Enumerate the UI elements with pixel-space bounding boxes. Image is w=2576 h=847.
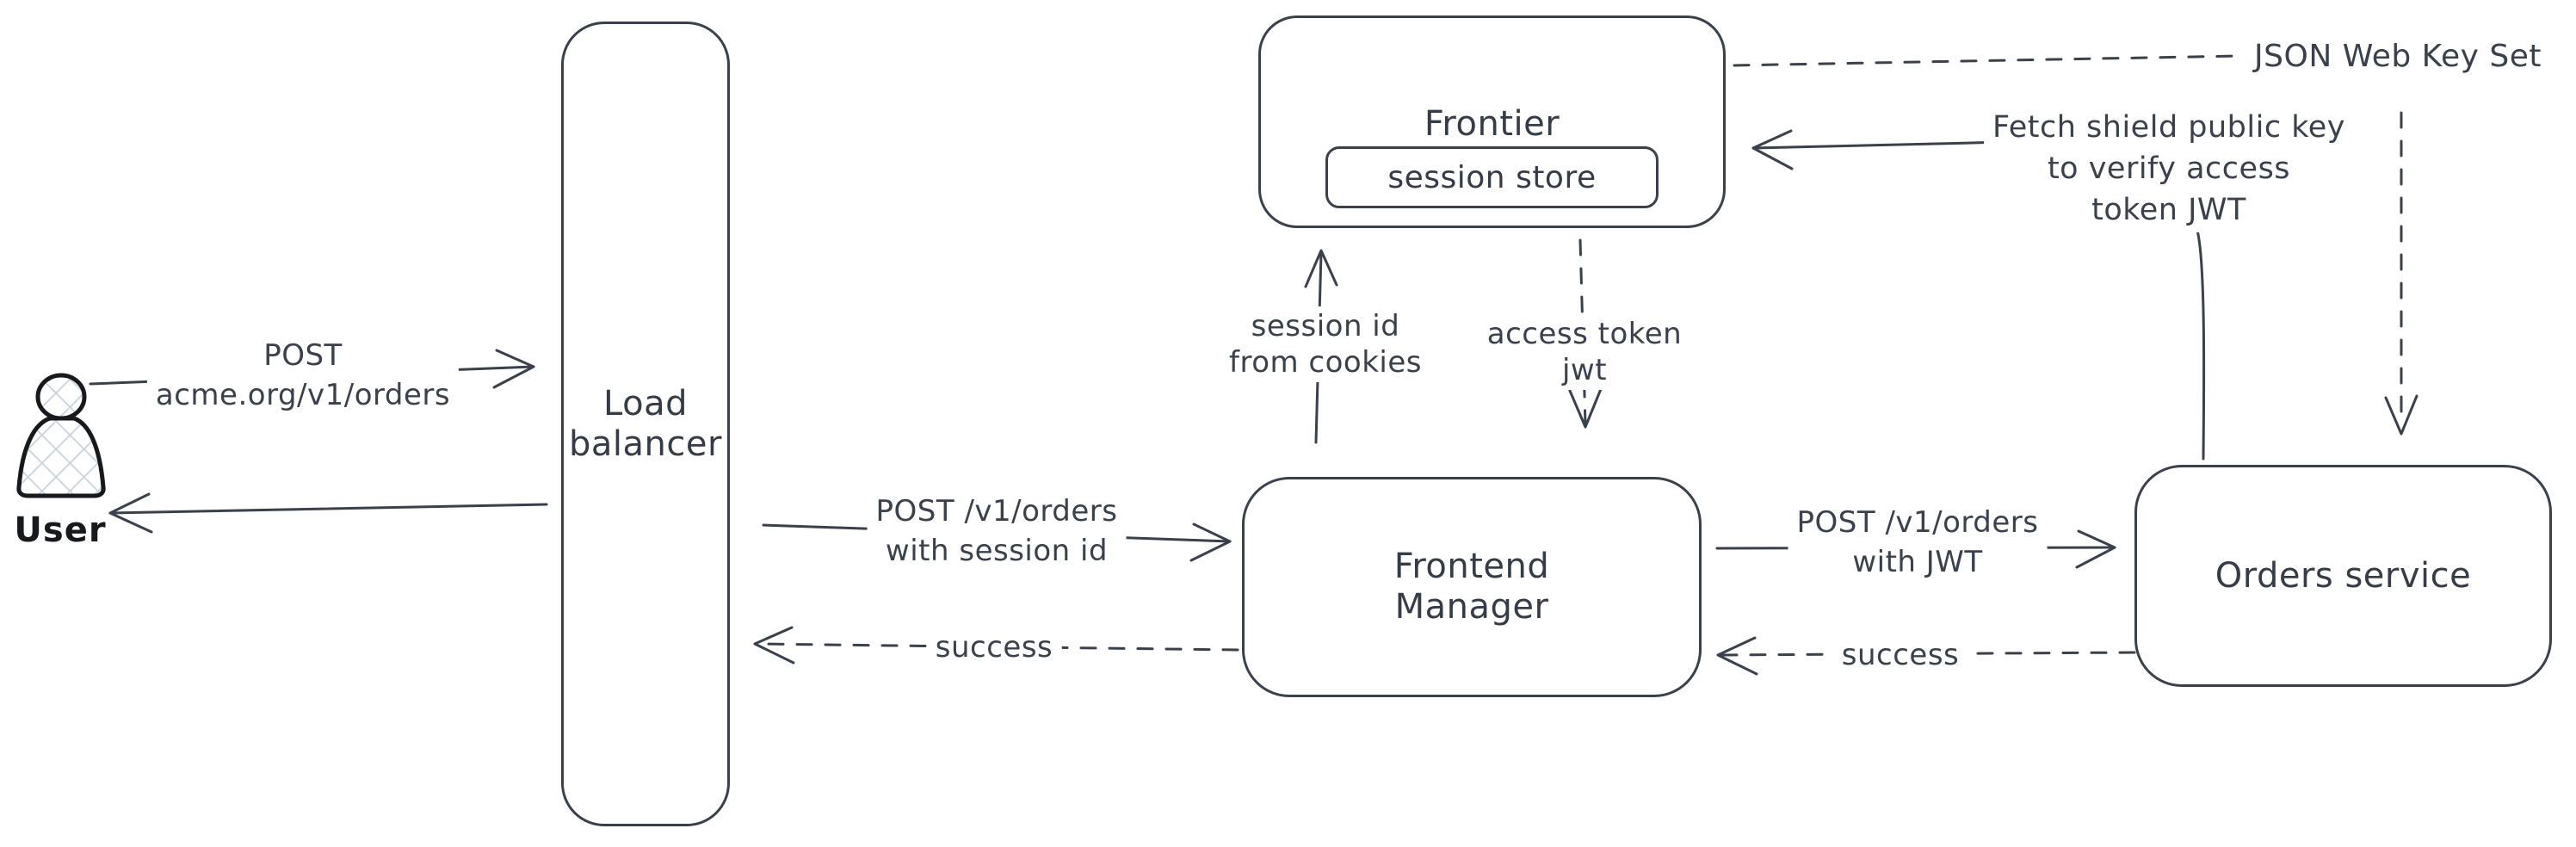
user-label: User — [14, 510, 107, 550]
edge-label-jwks: JSON Web Key Set — [2254, 39, 2542, 74]
user-head — [35, 373, 87, 421]
edge-label-line: POST /v1/orders — [875, 494, 1118, 529]
frontend-manager-label-line2: Manager — [1394, 587, 1549, 627]
node-load-balancer: Load balancer — [561, 22, 730, 826]
edge-label-line: access token — [1486, 317, 1683, 351]
frontend-manager-label-line1: Frontend — [1393, 547, 1550, 586]
edge-label-line: to verify access — [2047, 151, 2291, 186]
edge-label-orders-to-fm-success: success — [1832, 634, 1968, 677]
session-store-label: session store — [1387, 159, 1597, 195]
user-body — [16, 416, 106, 498]
arrow-load-balancer-to-user — [108, 492, 548, 534]
arrow-frontier-to-jwks — [1733, 54, 2239, 67]
edge-label-fetch-public-key: Fetch shield public key to verify access… — [1984, 105, 2354, 232]
edge-label-line: POST /v1/orders — [1796, 505, 2039, 540]
edge-label-line: POST — [263, 338, 343, 373]
edge-label-line: jwt — [1561, 353, 1608, 387]
edge-label-line: from cookies — [1229, 345, 1422, 380]
load-balancer-label-line1: Load — [603, 383, 688, 424]
node-orders-service: Orders service — [2134, 465, 2552, 687]
user-icon — [16, 373, 106, 498]
node-session-store: session store — [1325, 146, 1659, 208]
orders-service-label: Orders service — [2215, 555, 2472, 596]
frontier-label: Frontier — [1424, 104, 1560, 144]
edge-label-session-id: session id from cookies — [1220, 306, 1430, 382]
load-balancer-label-line2: balancer — [569, 424, 722, 464]
node-frontend-manager: Frontend Manager — [1242, 477, 1702, 697]
edge-label-line: Fetch shield public key — [1992, 110, 2345, 145]
edge-label-fm-to-orders: POST /v1/orders with JWT — [1788, 501, 2048, 584]
edge-label-line: with session id — [885, 534, 1109, 568]
edge-label-access-token: access token jwt — [1478, 314, 1691, 390]
edge-label-line: token JWT — [2091, 193, 2246, 227]
arrow-jwks-to-orders-service — [2384, 111, 2418, 436]
edge-label-line: with JWT — [1852, 545, 1983, 579]
edge-label-user-request: POST acme.org/v1/orders — [146, 334, 460, 417]
edge-label-line: acme.org/v1/orders — [155, 378, 451, 412]
edge-label-lb-to-fm: POST /v1/orders with session id — [867, 490, 1127, 572]
edge-label-line: session id — [1251, 309, 1400, 343]
edge-label-fm-to-lb-success: success — [926, 626, 1062, 669]
